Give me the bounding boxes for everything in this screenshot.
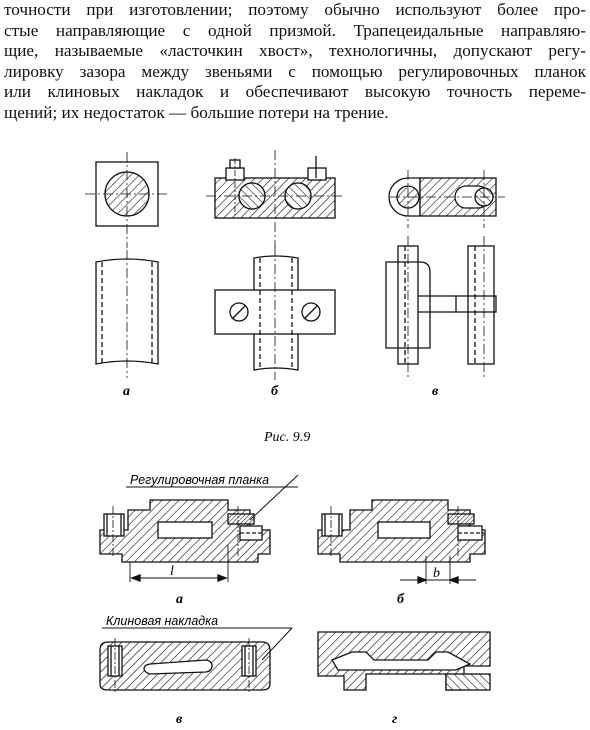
paragraph-line: щие, называемые «ласточкин хвост», техно… (4, 41, 586, 60)
fig2-v-section (99, 627, 293, 694)
fig1-label-a: а (123, 384, 130, 399)
fig2-g-section (317, 631, 491, 691)
fig-v-top-view (388, 170, 505, 228)
fig1-label-b: б (271, 384, 279, 399)
callout-leader-top (126, 474, 299, 521)
fig-a-top-view (85, 152, 170, 248)
fig2-a-section (99, 499, 271, 582)
dimension-l: l (170, 564, 174, 579)
paragraph-line: стые направляющие с одной призмой. Трапе… (4, 20, 586, 40)
callout-adjusting-strip: Регулировочная планка (130, 473, 269, 487)
paragraph-line: или клиновых накладок и обеспечивают выс… (4, 82, 586, 101)
body-paragraph: точности при изготовлении; поэтому обычн… (4, 0, 586, 123)
fig-b-top-view (206, 150, 345, 248)
fig2-label-v: в (176, 712, 183, 727)
callout-wedge-plate: Клиновая накладка (106, 614, 218, 628)
fig1-caption: Рис. 9.9 (263, 430, 310, 445)
fig2-label-a: а (176, 592, 183, 607)
fig-v-bottom-view (385, 236, 497, 378)
paragraph-line: щений; их недостаток — большие потери на… (4, 102, 389, 122)
fig2-b-section (317, 499, 486, 584)
fig2-label-g: г (392, 712, 397, 727)
fig1-label-v: в (432, 384, 439, 399)
fig-a-bottom-view (95, 250, 159, 378)
fig2-label-b: б (397, 592, 405, 607)
dimension-b: b (433, 566, 440, 581)
fig-b-bottom-view (214, 246, 336, 380)
paragraph-line: точности при изготовлении; поэтому обычн… (4, 0, 586, 19)
paragraph-line: лировку зазора между звеньями с помощью … (4, 61, 586, 81)
